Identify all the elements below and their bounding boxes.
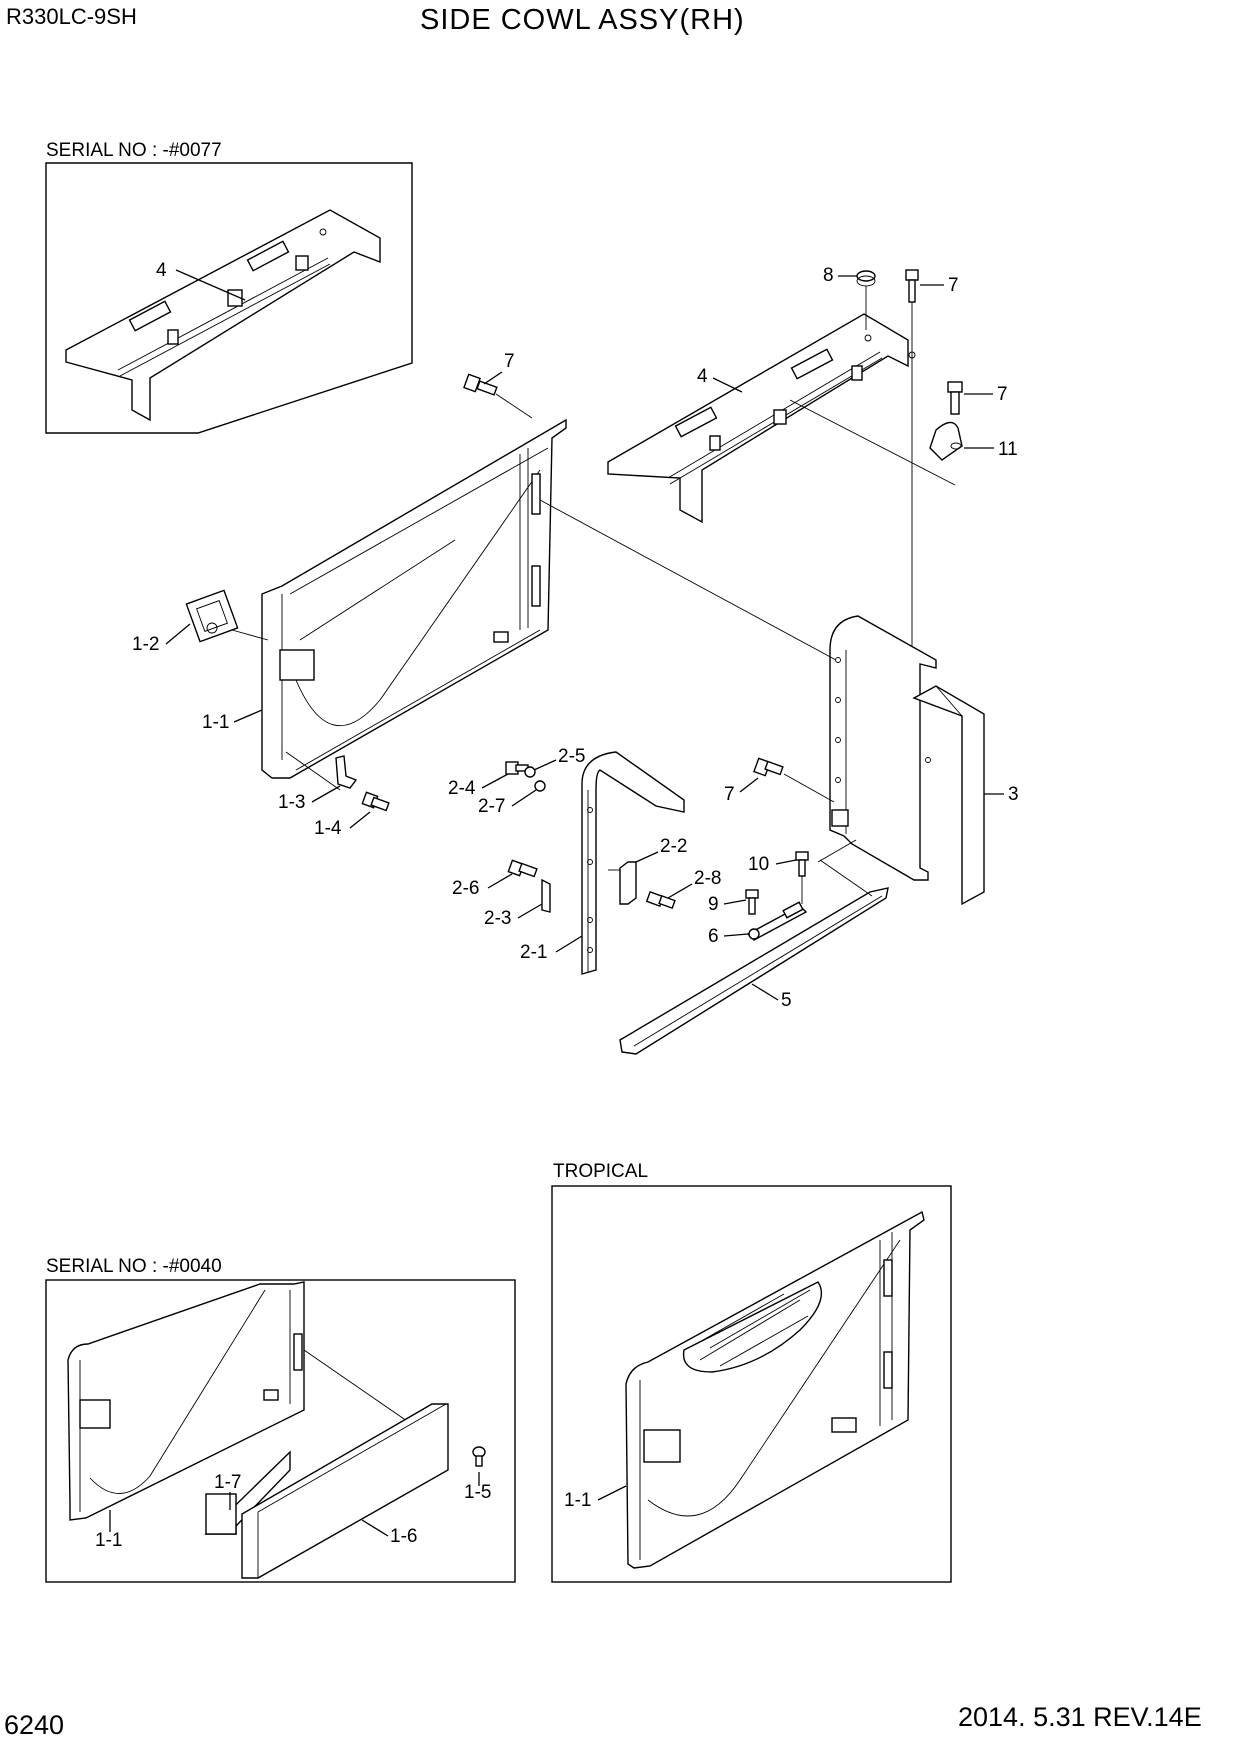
rail-part-5	[619, 839, 889, 1055]
page-number: 6240	[4, 1710, 65, 1740]
bolt-part-2-4	[505, 761, 529, 775]
callout-7-bracket: 7	[997, 384, 1008, 405]
callout-2-7: 2-7	[478, 796, 505, 817]
panel-part-1-6	[241, 1403, 449, 1579]
inset-label-serial-0040: SERIAL NO : -#0040	[46, 1256, 222, 1277]
vent-grille	[682, 1281, 823, 1373]
page-title: SIDE COWL ASSY(RH)	[420, 4, 745, 36]
callout-1-6: 1-6	[390, 1526, 417, 1547]
side-cowl-door-tropical	[625, 1210, 925, 1569]
callout-7-right: 7	[724, 784, 735, 805]
bracket-part-2-2	[608, 861, 637, 905]
cowl-frame-right	[539, 499, 937, 881]
seal-part-1-7	[204, 1450, 291, 1535]
inset-tropical: TROPICAL 1-1	[551, 1161, 952, 1583]
callout-3: 3	[1008, 784, 1019, 805]
bracket-part-11	[929, 421, 963, 461]
bolt-part-2-6	[507, 859, 538, 878]
side-cowl-door-inset-0040	[67, 1281, 305, 1521]
bolt-part-1-4	[361, 791, 390, 812]
callout-2-3: 2-3	[484, 908, 511, 929]
bolt-part-7-left	[463, 373, 498, 396]
callout-7-top: 7	[948, 275, 959, 296]
callout-8: 8	[823, 265, 834, 286]
support-frame-part-2-1	[581, 751, 685, 975]
callout-1-1: 1-1	[202, 712, 229, 733]
inset-serial-0040: SERIAL NO : -#0040 1-7 1-5 1-1	[45, 1256, 516, 1583]
callout-1-1-inset-0040: 1-1	[95, 1530, 122, 1551]
side-cowl-door-part-1-1	[261, 418, 567, 779]
inset-serial-0077: SERIAL NO : -#0077 4	[45, 140, 413, 434]
callout-5: 5	[781, 990, 792, 1011]
bolt-part-7-bracket	[947, 381, 963, 415]
callout-11: 11	[998, 439, 1018, 460]
callout-inset-4: 4	[156, 260, 167, 281]
inset-label-serial-0077: SERIAL NO : -#0077	[46, 140, 222, 161]
washer-part-2-7	[534, 780, 546, 792]
callout-1-5: 1-5	[464, 1482, 491, 1503]
leader-inset-4	[175, 269, 246, 301]
callout-2-6: 2-6	[452, 878, 479, 899]
callout-2-1: 2-1	[520, 942, 547, 963]
bolt-part-2-8	[645, 891, 676, 910]
bolt-part-9	[745, 889, 759, 915]
callout-7-left: 7	[504, 351, 515, 372]
revision-date: 2014. 5.31 REV.14E	[958, 1702, 1202, 1732]
latch-part-6	[746, 901, 808, 941]
mounting-plate-part-4-inset	[65, 209, 381, 422]
callout-1-1-tropical: 1-1	[564, 1490, 591, 1511]
callout-1-4: 1-4	[314, 818, 342, 839]
striker-part-1-3	[335, 755, 358, 789]
callout-2-5: 2-5	[558, 746, 585, 767]
callout-9: 9	[708, 894, 719, 915]
bolt-part-10	[795, 851, 809, 877]
model-number: R330LC-9SH	[6, 4, 137, 29]
callout-2-4: 2-4	[448, 778, 476, 799]
callout-6: 6	[708, 926, 719, 947]
callout-1-3: 1-3	[278, 792, 305, 813]
bracket-part-2-3	[541, 878, 551, 913]
callout-10: 10	[748, 854, 769, 875]
bolt-part-7-top	[905, 269, 919, 303]
bolt-part-7-right	[753, 757, 784, 777]
callout-1-2: 1-2	[132, 634, 159, 655]
cover-part-3	[912, 685, 985, 906]
inset-label-tropical: TROPICAL	[553, 1161, 648, 1182]
callout-4: 4	[697, 366, 708, 387]
callout-1-7: 1-7	[214, 1472, 241, 1493]
mounting-plate-part-4	[607, 313, 916, 524]
callout-2-2: 2-2	[660, 836, 687, 857]
callout-2-8: 2-8	[694, 868, 721, 889]
latch-part-1-2	[185, 589, 239, 643]
bolt-part-1-5	[472, 1446, 486, 1467]
washer-part-8	[856, 270, 876, 287]
washer-part-2-5	[524, 766, 536, 778]
